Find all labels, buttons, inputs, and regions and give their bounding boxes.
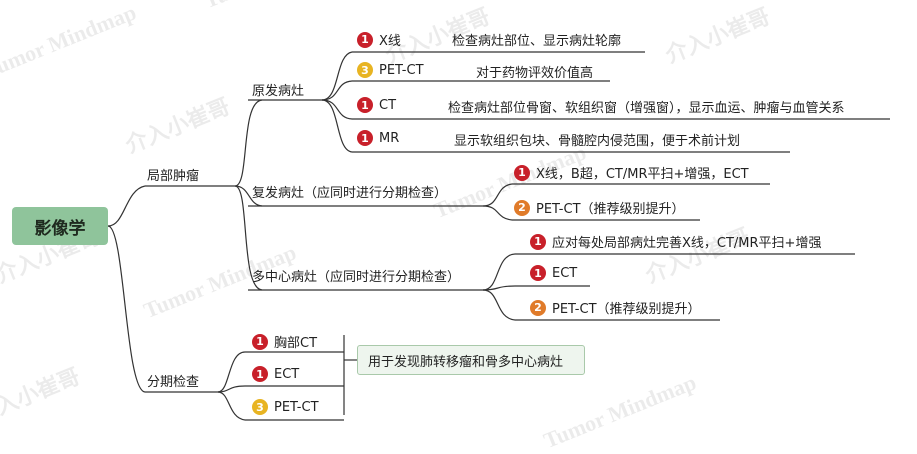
priority-badge: 1	[252, 366, 268, 382]
leaf-primary-xray[interactable]: 1 X线	[357, 30, 401, 49]
leaf-description: 显示软组织包块、骨髓腔内侵范围，便于术前计划	[454, 134, 741, 149]
leaf-label: PET-CT	[274, 399, 319, 415]
leaf-primary-ct[interactable]: 1 CT	[357, 97, 396, 113]
node-primary-lesion[interactable]: 原发病灶	[252, 84, 305, 99]
leaf-description: 对于药物评效价值高	[476, 66, 594, 81]
priority-badge: 2	[514, 199, 530, 216]
leaf-label: PET-CT（推荐级别提升）	[552, 302, 701, 317]
priority-badge: 1	[252, 333, 268, 350]
priority-badge: 3	[357, 62, 373, 78]
leaf-label: 胸部CT	[274, 336, 318, 351]
priority-badge: 1	[357, 31, 373, 48]
leaf-multicentric-imaging[interactable]: 1 应对每处局部病灶完善X线，CT/MR平扫+增强	[530, 232, 821, 251]
leaf-staging-petct[interactable]: 3 PET-CT	[252, 399, 319, 415]
leaf-primary-petct[interactable]: 3 PET-CT	[357, 62, 424, 78]
priority-badge: 1	[514, 164, 530, 181]
leaf-label: ECT	[274, 366, 300, 382]
leaf-description: 检查病灶部位、显示病灶轮廓	[452, 34, 622, 49]
priority-badge: 1	[357, 130, 373, 146]
leaf-label: 应对每处局部病灶完善X线，CT/MR平扫+增强	[552, 236, 822, 251]
leaf-label: X线	[379, 34, 401, 49]
priority-badge: 1	[357, 97, 373, 113]
root-node[interactable]: 影像学	[12, 207, 108, 245]
leaf-label: PET-CT	[379, 62, 424, 78]
leaf-label: ECT	[552, 265, 578, 281]
leaf-primary-mr[interactable]: 1 MR	[357, 130, 399, 146]
staging-note-callout[interactable]: 用于发现肺转移瘤和骨多中心病灶	[357, 345, 585, 375]
priority-badge: 1	[530, 233, 546, 250]
leaf-recurrent-petct[interactable]: 2 PET-CT（推荐级别提升）	[514, 198, 685, 217]
node-local-tumor[interactable]: 局部肿瘤	[147, 169, 200, 184]
priority-badge: 2	[530, 299, 546, 316]
leaf-recurrent-imaging[interactable]: 1 X线，B超，CT/MR平扫+增强，ECT	[514, 163, 749, 182]
leaf-multicentric-ect[interactable]: 1 ECT	[530, 265, 577, 281]
priority-badge: 3	[252, 399, 268, 415]
leaf-description: 检查病灶部位骨窗、软组织窗（增强窗），显示血运、肿瘤与血管关系	[448, 101, 845, 116]
leaf-label: X线，B超，CT/MR平扫+增强，ECT	[536, 167, 749, 182]
leaf-multicentric-petct[interactable]: 2 PET-CT（推荐级别提升）	[530, 298, 701, 317]
leaf-label: PET-CT（推荐级别提升）	[536, 202, 685, 217]
priority-badge: 1	[530, 265, 546, 281]
node-multicentric-lesion[interactable]: 多中心病灶（应同时进行分期检查）	[252, 270, 461, 285]
leaf-label: CT	[379, 97, 397, 113]
leaf-staging-chest-ct[interactable]: 1 胸部CT	[252, 332, 317, 351]
leaf-staging-ect[interactable]: 1 ECT	[252, 366, 299, 382]
node-staging[interactable]: 分期检查	[147, 375, 200, 390]
node-recurrent-lesion[interactable]: 复发病灶（应同时进行分期检查）	[252, 186, 448, 201]
leaf-label: MR	[379, 130, 400, 146]
